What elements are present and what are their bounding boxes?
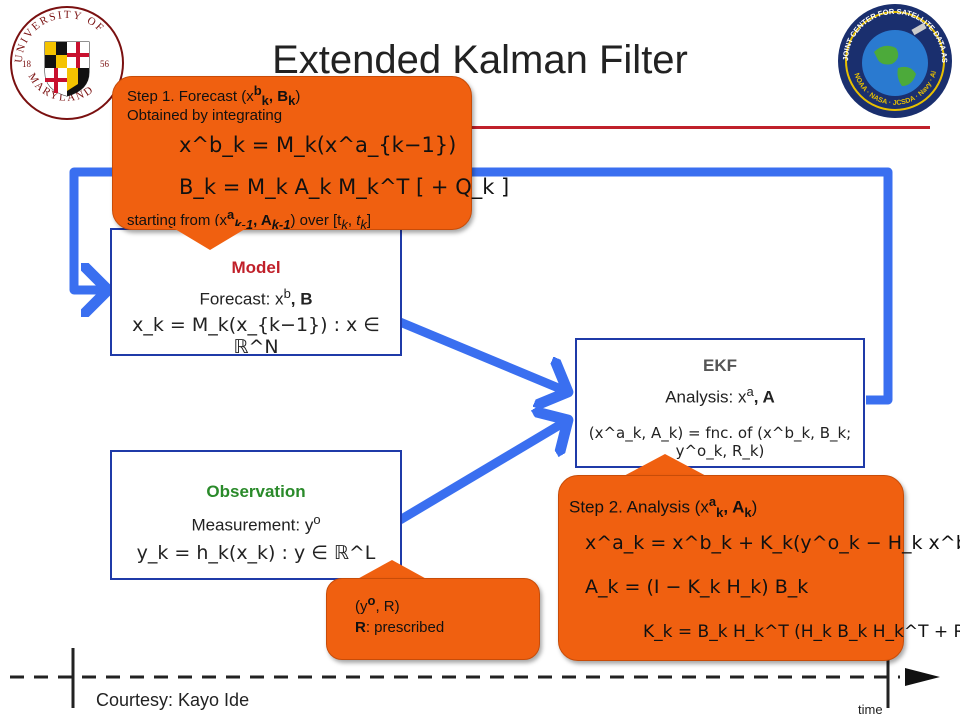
ekf-heading: EKF <box>703 356 737 375</box>
step1-forecast-callout: Step 1. Forecast (xbk, Bk) Obtained by i… <box>112 76 509 232</box>
model-forecast-label: Forecast: xb, B <box>199 286 313 309</box>
step1-integrating-text: Obtained by integrating <box>127 107 283 124</box>
obs-callout-line1: (yo, R) <box>355 593 400 615</box>
feedback-loop-arrow <box>69 167 893 405</box>
step1-title: Step 1. Forecast (xbk, Bk) <box>127 83 301 108</box>
page-title: Extended Kalman Filter <box>272 38 688 82</box>
observation-equation: y_k = h_k(x_k) : y ∈ ℝ^L <box>136 542 376 564</box>
ekf-box: EKF Analysis: xa, A (x^a_k, A_k) = fnc. … <box>575 338 865 468</box>
ekf-analysis-label: Analysis: xa, A <box>665 384 775 407</box>
step1-state-equation: x^b_k = M_k(x^a_{k−1}) <box>179 133 457 157</box>
model-to-ekf-arrow <box>398 317 568 392</box>
time-label: time <box>858 702 883 717</box>
jcsda-logo: JOINT CENTER FOR SATELLITE DATA ASSIMILA… <box>833 0 954 120</box>
step1-callout-pointer <box>170 226 250 250</box>
obs-callout-pointer <box>352 560 432 582</box>
observation-box: Observation Measurement: yo y_k = h_k(x_… <box>110 450 402 580</box>
svg-text:18: 18 <box>22 59 32 69</box>
svg-text:56: 56 <box>100 59 110 69</box>
obs-to-ekf-arrow <box>397 420 568 524</box>
step2-state-update-equation: x^a_k = x^b_k + K_k(y^o_k − H_k x^b_k) <box>585 532 960 554</box>
ekf-equation: (x^a_k, A_k) = fnc. of (x^b_k, B_k; y^o_… <box>588 424 852 460</box>
step2-title: Step 2. Analysis (xak, Ak) <box>569 494 758 521</box>
courtesy-note: Courtesy: Kayo Ide <box>96 690 250 710</box>
step2-callout-pointer <box>620 454 710 478</box>
university-of-maryland-logo: UNIVERSITY OF MARYLAND 18 56 <box>8 4 126 122</box>
observation-error-callout: (yo, R) R: prescribed <box>326 578 540 660</box>
title-divider <box>120 126 930 129</box>
step1-covariance-equation: B_k = M_k A_k M_k^T [ + Q_k ] <box>179 175 510 199</box>
model-box: Model Forecast: xb, B x_k = M_k(x_{k−1})… <box>110 228 402 358</box>
observation-heading: Observation <box>206 482 306 501</box>
model-heading: Model <box>231 258 281 277</box>
observation-measurement-label: Measurement: yo <box>191 512 321 535</box>
obs-callout-line2: R: prescribed <box>355 619 445 636</box>
step1-starting-text: starting from (xak-1, Ak-1) over [tk, tk… <box>127 207 372 232</box>
step2-kalman-gain-equation: K_k = B_k H_k^T (H_k B_k H_k^T + R^o_k)^… <box>643 622 960 642</box>
step2-covariance-update-equation: A_k = (I − K_k H_k) B_k <box>585 576 809 598</box>
model-equation: x_k = M_k(x_{k−1}) : x ∈ ℝ^N <box>132 314 380 358</box>
time-axis-arrowhead <box>905 668 940 686</box>
step2-analysis-callout: Step 2. Analysis (xak, Ak) x^a_k = x^b_k… <box>558 475 960 661</box>
